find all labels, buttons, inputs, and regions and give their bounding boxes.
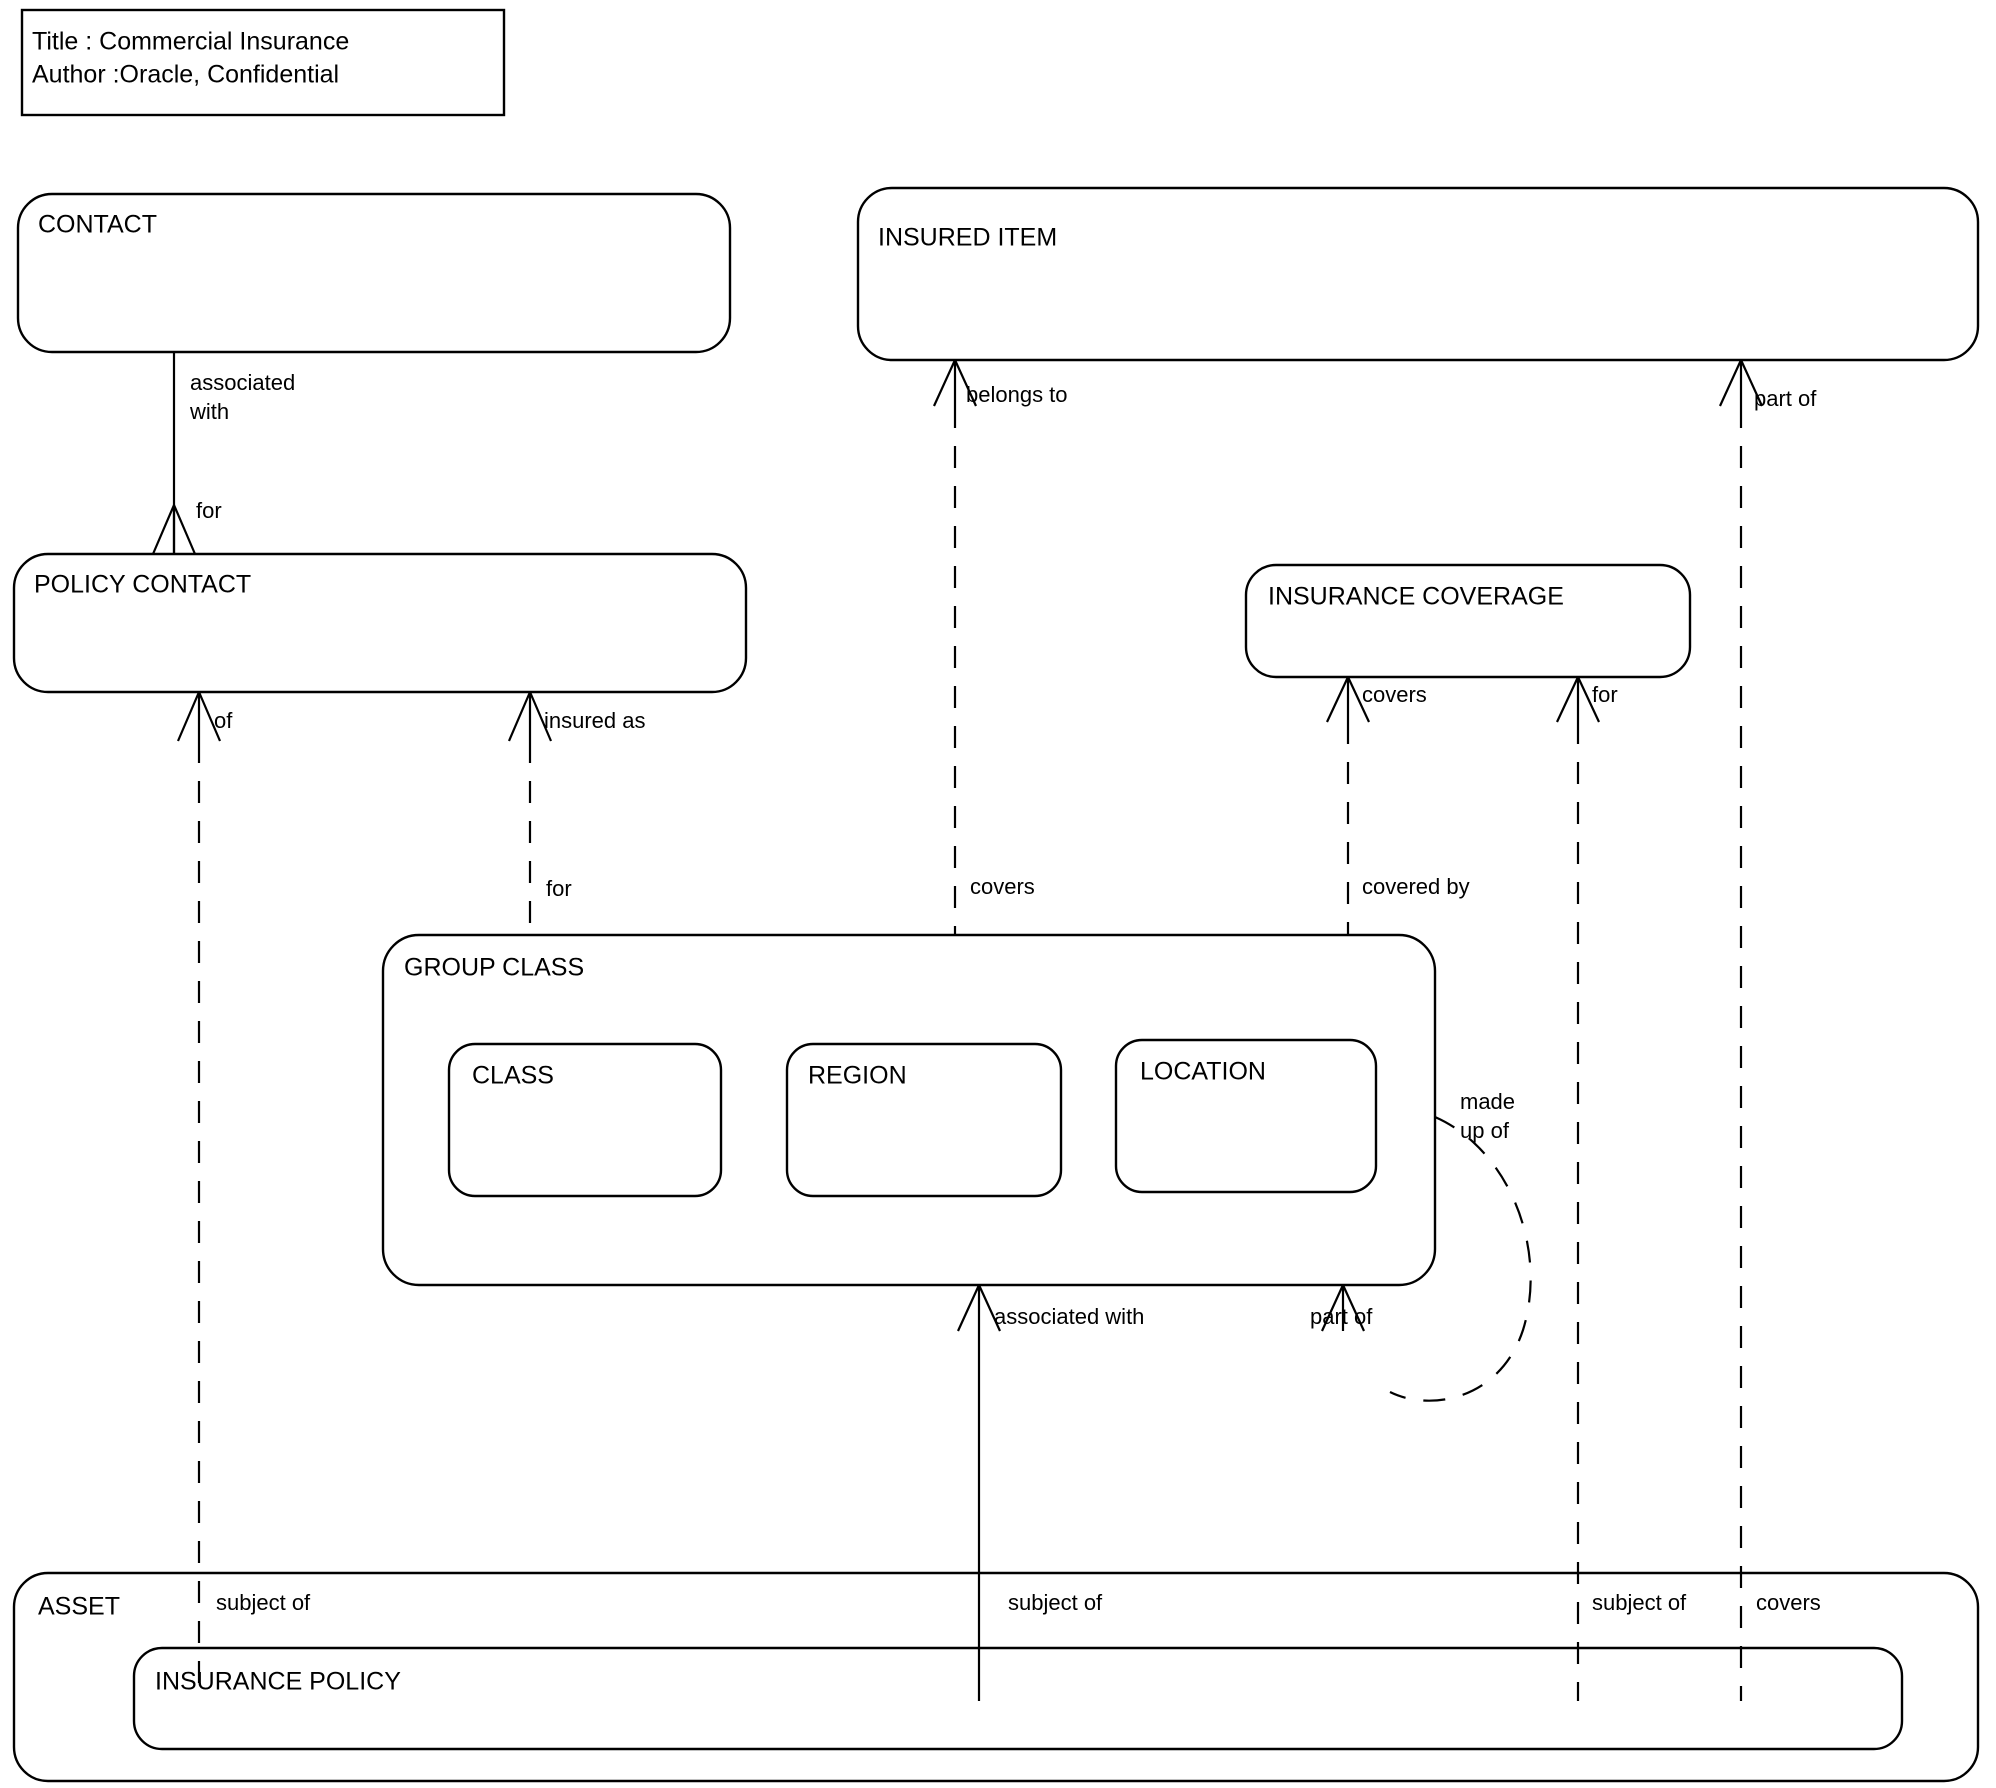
entity-location-box[interactable] bbox=[1114, 1038, 1378, 1194]
rel-label-of: of bbox=[214, 708, 233, 733]
rel-label-belongs-to: belongs to bbox=[966, 382, 1068, 407]
rel-label-for-2: for bbox=[546, 876, 572, 901]
entity-asset-box[interactable] bbox=[12, 1571, 1980, 1783]
rel-label-for-1: for bbox=[196, 498, 222, 523]
relationship-label-subject-of-1: subject of bbox=[216, 1590, 311, 1615]
entity-insurance-coverage-box[interactable] bbox=[1244, 563, 1692, 679]
rel-label-covers-3: covers bbox=[1756, 1590, 1821, 1615]
title-line-2: Author :Oracle, Confidential bbox=[32, 61, 339, 89]
entity-class-box[interactable] bbox=[447, 1042, 723, 1198]
entity-contact-label: CONTACT bbox=[38, 211, 157, 239]
entity-insured-item-box[interactable] bbox=[856, 186, 1980, 362]
relationship-insured-item-part-of: part of covers bbox=[1718, 359, 1821, 1701]
entity-region-label: REGION bbox=[808, 1062, 907, 1090]
entity-location-label: LOCATION bbox=[1140, 1058, 1266, 1086]
rel-label-subject-of-3: subject of bbox=[1592, 1590, 1687, 1615]
rel-label-with: with bbox=[189, 399, 229, 424]
entity-policy-contact-label: POLICY CONTACT bbox=[34, 571, 251, 599]
entity-insured-item-label: INSURED ITEM bbox=[878, 224, 1057, 252]
entity-insurance-policy-label: INSURANCE POLICY bbox=[155, 1668, 401, 1696]
relationship-insurance-coverage-for: for subject of bbox=[1556, 676, 1687, 1701]
rel-label-for-3: for bbox=[1592, 682, 1618, 707]
relationship-policy-contact-insured-as: insured as for bbox=[507, 691, 646, 935]
entity-policy-contact-box[interactable] bbox=[12, 552, 748, 694]
rel-label-subject-of-1: subject of bbox=[216, 1590, 311, 1615]
entity-contact-box[interactable] bbox=[16, 192, 732, 354]
rel-label-covers-1: covers bbox=[970, 874, 1035, 899]
entity-group-class-box[interactable] bbox=[381, 933, 1437, 1287]
entity-asset-label: ASSET bbox=[38, 1593, 120, 1621]
entity-class-label: CLASS bbox=[472, 1062, 554, 1090]
rel-label-part-of-1: part of bbox=[1754, 386, 1817, 411]
relationship-group-class-associated-with: associated with subject of bbox=[956, 1284, 1144, 1701]
rel-label-subject-of-2: subject of bbox=[1008, 1590, 1103, 1615]
entity-insurance-policy-box[interactable] bbox=[132, 1646, 1904, 1751]
rel-label-insured-as: insured as bbox=[544, 708, 646, 733]
rel-label-associated: associated bbox=[190, 370, 295, 395]
rel-label-associated-with-2: associated with bbox=[994, 1304, 1144, 1329]
rel-label-covered-by: covered by bbox=[1362, 874, 1470, 899]
relationship-insured-item-belongs-to: belongs to covers bbox=[932, 359, 1068, 935]
title-block-border bbox=[20, 8, 506, 117]
rel-label-part-of-2: part of bbox=[1310, 1304, 1373, 1329]
relationship-policy-contact-of: of bbox=[176, 691, 233, 1701]
title-line-1: Title : Commercial Insurance bbox=[32, 28, 349, 56]
relationship-group-class-recursive: made up of part of bbox=[1310, 1089, 1532, 1402]
rel-label-covers-2: covers bbox=[1362, 682, 1427, 707]
entity-region-box[interactable] bbox=[785, 1042, 1063, 1198]
relationship-contact-policy-contact: associated with for bbox=[151, 352, 295, 555]
rel-label-up-of: up of bbox=[1460, 1118, 1510, 1143]
relationship-insurance-coverage-covers: covers covered by bbox=[1326, 676, 1470, 935]
rel-label-made: made bbox=[1460, 1089, 1515, 1114]
entity-insurance-coverage-label: INSURANCE COVERAGE bbox=[1268, 583, 1564, 611]
entity-group-class-label: GROUP CLASS bbox=[404, 954, 584, 982]
